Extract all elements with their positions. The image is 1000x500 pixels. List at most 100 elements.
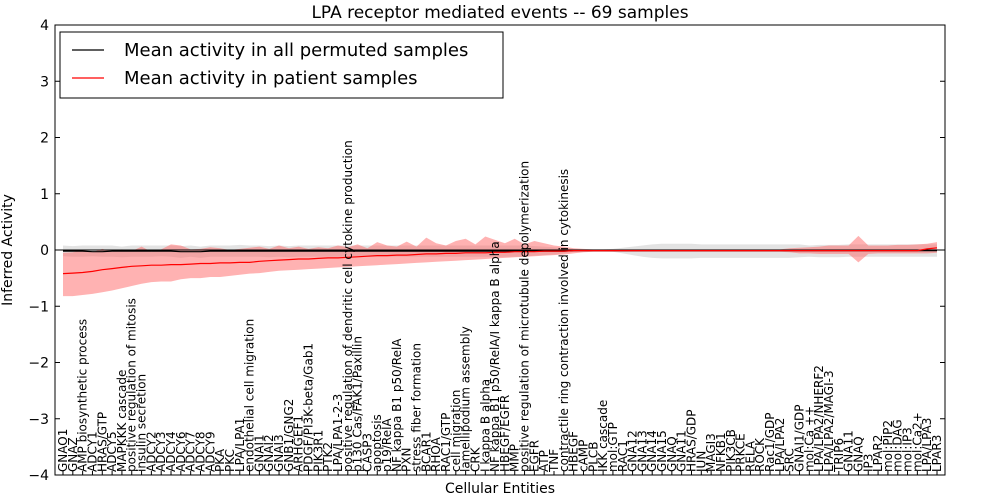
x-tick-label: positive regulation of microtubule depol… [518, 161, 532, 472]
x-tick-label: CRK [468, 446, 482, 472]
y-tick-label: −3 [28, 412, 49, 428]
x-tick-label: TNF [547, 449, 561, 473]
x-tick-label: ROCK [753, 437, 767, 472]
x-tick-label: endothelial cell migration [243, 319, 257, 472]
y-tick-label: −1 [28, 299, 49, 315]
x-tick-label: contractile ring contraction involved in… [557, 169, 571, 472]
series-line-1 [62, 247, 938, 275]
x-tick-label: ADCY6 [174, 431, 188, 472]
x-tick-label: LPA/LPA2/MAGI-3 [822, 370, 836, 472]
x-tick-label: GNAI1 [252, 434, 266, 472]
x-tick-label: RHOA [429, 436, 443, 472]
x-tick-label: mol:PIP2 [881, 420, 895, 472]
x-tick-label: MMP [508, 444, 522, 472]
y-tick-label: −2 [28, 356, 49, 372]
x-tick-label: ADCY4 [164, 431, 178, 472]
x-tick-label: LPAR2 [871, 435, 885, 472]
x-tick-label: GNB1/GNG2 [282, 399, 296, 472]
x-tick-label: PTK2 [321, 442, 335, 472]
x-tick-label: lamellipodium assembly [459, 326, 473, 472]
x-tick-label: CASP3 [360, 433, 374, 472]
x-tick-label: cell migration [449, 390, 463, 472]
x-tick-label: p19/RelA [380, 418, 394, 472]
y-tick-label: 2 [40, 131, 49, 147]
x-tick-label: PRKCE [734, 433, 748, 472]
x-tick-label: ADCY2 [144, 431, 158, 472]
x-tick-label: I kappa B alpha [478, 379, 492, 472]
x-tick-label: PIK3CB [724, 429, 738, 472]
x-tick-label: mol:GTP [606, 422, 620, 472]
x-tick-label: RAC1/GTP [439, 413, 453, 472]
x-tick-label: GNA12 [626, 430, 640, 472]
x-tick-label: cAMP [576, 440, 590, 472]
x-tick-label: LPA/LPA3 [920, 418, 934, 472]
x-tick-label: GNA11 [675, 430, 689, 472]
x-tick-label: NFKB1 [714, 432, 728, 472]
x-tick-label: ARHGEF1 [292, 415, 306, 472]
x-tick-label: RAC1 [616, 440, 630, 472]
legend-label: Mean activity in all permuted samples [124, 40, 468, 61]
x-tick-label: GNA14 [645, 430, 659, 472]
y-tick-label: −4 [28, 468, 49, 484]
x-tick-label: NF kappa B1 p50/RelA [390, 338, 404, 472]
x-tick-label: positive regulation of dendritic cell cy… [341, 140, 355, 472]
y-tick-label: 1 [40, 187, 49, 203]
x-tick-label: LPA/LPA1-2-3 [331, 394, 345, 472]
x-tick-label: PKC [223, 449, 237, 472]
x-tick-label: ADCY3 [154, 431, 168, 472]
x-tick-label: EGFR [527, 440, 541, 472]
x-tick-label: BCAR1 [419, 431, 433, 472]
x-tick-label: GNAI1/GDP [793, 405, 807, 472]
x-tick-label: HRAS/GTP [95, 412, 109, 472]
x-tick-label: GNAZ [66, 437, 80, 472]
x-tick-label: LPA/LPA1 [233, 418, 247, 472]
x-tick-label: ADCY8 [193, 431, 207, 472]
x-tick-label: ADCY1 [85, 431, 99, 472]
x-tick-label: GNAI3 [272, 434, 286, 472]
x-tick-label: HBEGF [567, 431, 581, 472]
x-tick-label: LPAR3 [930, 435, 944, 472]
chart-title: LPA receptor mediated events -- 69 sampl… [311, 3, 688, 23]
x-tick-label: mol:IP3 [901, 427, 915, 472]
x-tick-label: GNA15 [655, 430, 669, 472]
x-axis-label: Cellular Entities [445, 481, 555, 497]
x-tick-label: ADCY5 [105, 431, 119, 472]
x-tick-label: PDGF/PI3K-beta/Gab1 [302, 343, 316, 472]
x-tick-label: MAGI3 [704, 433, 718, 472]
x-tick-label: ADCY9 [203, 431, 217, 472]
x-tick-label: AMP biosynthetic process [76, 319, 90, 472]
legend-box [59, 31, 504, 99]
y-axis-label: Inferred Activity [0, 194, 16, 306]
x-tick-label: positive regulation of mitosis [125, 298, 139, 472]
y-tick-label: 0 [40, 243, 49, 259]
legend: Mean activity in all permuted samplesMea… [59, 31, 504, 99]
x-tick-label: NF kappa B1 p50/RelA/I kappa B alpha [488, 241, 502, 472]
x-tick-label: ADCY7 [184, 431, 198, 472]
x-tick-label: MAPKKK cascade [115, 370, 129, 472]
y-tick-label: 4 [40, 18, 49, 34]
x-tick-label: PKA [213, 448, 227, 472]
x-tick-label: PLCB [586, 441, 600, 472]
x-tick-label: mol:Ca2+ [910, 412, 924, 472]
x-tick-label: JUN [694, 451, 708, 473]
x-tick-label: HBEGF/EGFR [498, 395, 512, 472]
y-tick-label: 3 [40, 74, 49, 90]
x-tick-label: apoptosis [370, 414, 384, 472]
x-tick-label: GNAQ [851, 436, 865, 472]
x-tick-label: PIK3R1 [311, 430, 325, 472]
x-tick-label: LPA/LPA2/NHERF2 [812, 365, 826, 472]
x-tick-label: p130 Cas/FAK1/Paxillin [351, 336, 365, 472]
x-tick-label: HRAS/GDP [684, 409, 698, 472]
x-tick-label: SRC [783, 448, 797, 472]
x-tick-label: PXN [400, 448, 414, 472]
x-tick-label: GNAI2 [262, 434, 276, 472]
x-tick-label: IKK cascade [596, 400, 610, 472]
x-tick-label: TRIP6 [832, 438, 846, 473]
x-tick-label: IP3 [861, 454, 875, 472]
x-tick-label: stress fiber formation [410, 343, 424, 472]
x-tick-label: GNAO1 [56, 429, 70, 472]
x-tick-label: mol:Ca ++ [802, 406, 816, 472]
x-tick-label: RELA [743, 440, 757, 472]
